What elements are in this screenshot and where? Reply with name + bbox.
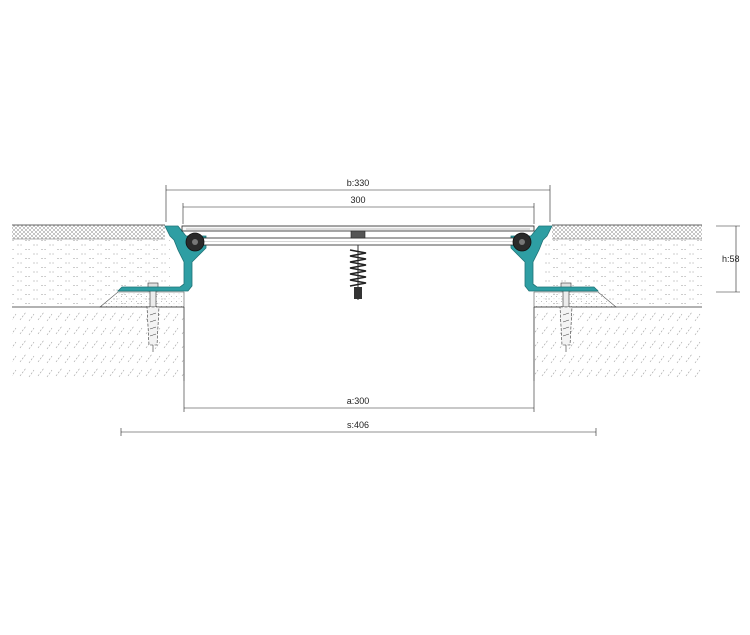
dimension-h-label: h:58 — [722, 254, 740, 264]
sliding-bar — [199, 237, 519, 246]
dimension-b: b:330 — [165, 178, 551, 222]
right-substrate — [533, 224, 702, 381]
dimension-a: a:300 — [183, 381, 535, 412]
right-top-finish — [552, 225, 702, 239]
left-top-finish — [12, 225, 165, 239]
dimension-cover: 300 — [182, 195, 535, 224]
dimension-b-label: b:330 — [347, 178, 370, 188]
dimension-h: h:58 — [716, 225, 740, 293]
center-spring-mechanism — [349, 230, 367, 300]
dimension-s: s:406 — [120, 420, 597, 436]
right-profile — [510, 225, 599, 292]
cover-plate — [181, 225, 535, 232]
right-seal — [512, 232, 532, 252]
dimension-cover-label: 300 — [350, 195, 365, 205]
left-seal — [185, 232, 205, 252]
dimension-a-label: a:300 — [347, 396, 370, 406]
left-profile — [117, 225, 207, 292]
right-concrete — [534, 307, 702, 381]
left-substrate — [12, 224, 185, 381]
dimension-s-label: s:406 — [347, 420, 369, 430]
